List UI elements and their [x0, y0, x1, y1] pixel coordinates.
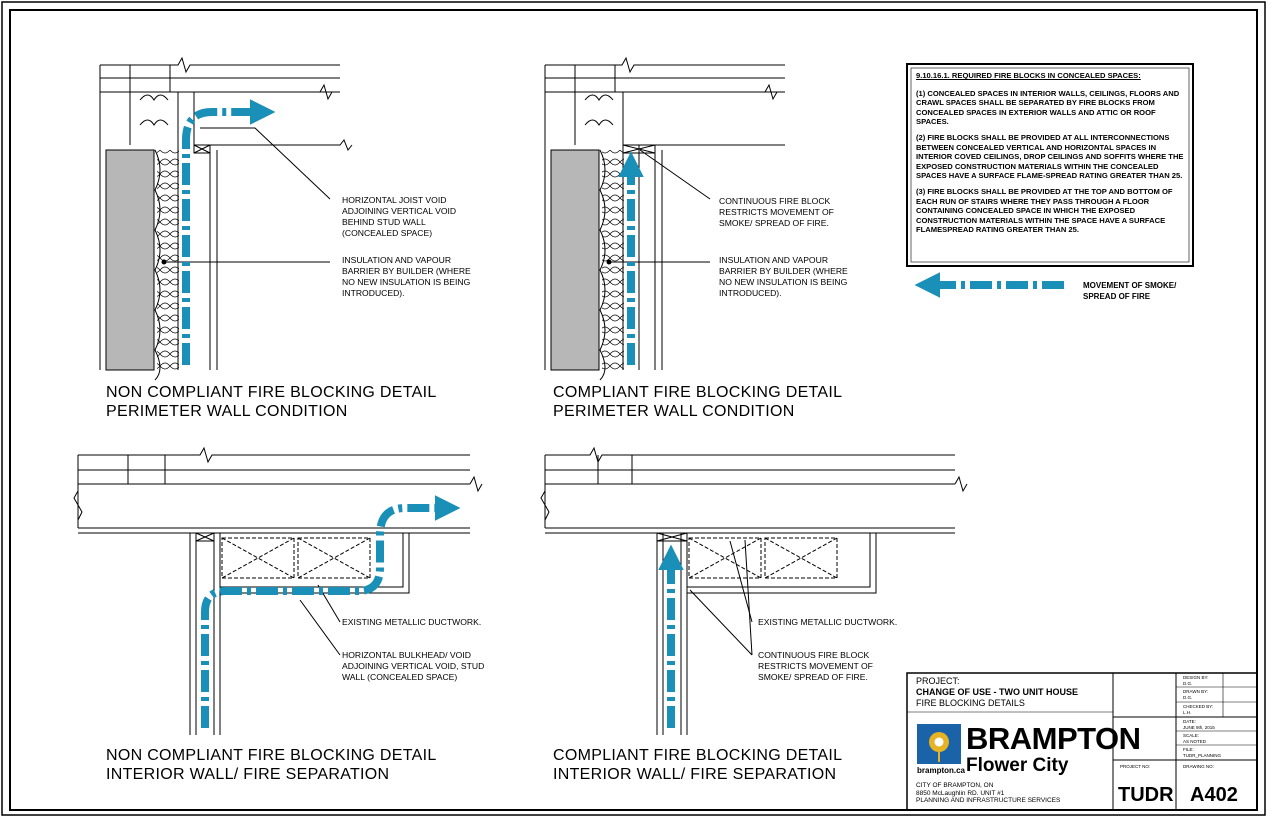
legend-label: MOVEMENT OF SMOKE/ SPREAD OF FIRE — [1083, 281, 1177, 301]
detail-4-callout-fire-block: CONTINUOUS FIRE BLOCK RESTRICTS MOVEMENT… — [758, 650, 873, 682]
detail-4-drawing — [540, 446, 968, 735]
field-value-file: TUDR_PLANNING — [1183, 753, 1222, 758]
brampton-logo-mark — [917, 724, 961, 764]
project-no: TUDR — [1118, 784, 1174, 806]
field-label-file: FILE: — [1183, 747, 1194, 752]
detail-2-callout-fire-block: CONTINUOUS FIRE BLOCK RESTRICTS MOVEMENT… — [719, 196, 834, 228]
detail-3-callout-ductwork: EXISTING METALLIC DUCTWORK. — [342, 617, 482, 627]
detail-1-callout-insulation: INSULATION AND VAPOUR BARRIER BY BUILDER… — [342, 255, 471, 298]
detail-4-callout-ductwork: EXISTING METALLIC DUCTWORK. — [758, 617, 898, 627]
brand-name: BRAMPTON — [966, 721, 1141, 756]
field-label-drawn-by: DRAWN BY: — [1183, 689, 1209, 694]
field-label-date: DATE: — [1183, 719, 1196, 724]
project-name: CHANGE OF USE - TWO UNIT HOUSE — [916, 687, 1078, 697]
code-box-clause-3: (3) FIRE BLOCKS SHALL BE PROVIDED AT THE… — [916, 186, 1173, 235]
code-box-frame — [906, 63, 1194, 267]
field-value-drawn-by: D.G. — [1183, 695, 1193, 700]
field-label-checked-by: CHECKED BY: — [1183, 704, 1214, 709]
sheet-title: FIRE BLOCKING DETAILS — [916, 698, 1025, 708]
code-box-clause-2: (2) FIRE BLOCKS SHALL BE PROVIDED AT ALL… — [916, 132, 1184, 181]
address: CITY OF BRAMPTON, ON 8850 McLaughlin RD.… — [916, 782, 1061, 804]
field-label-scale: SCALE: — [1183, 733, 1200, 738]
detail-3-smoke-arrow — [201, 495, 461, 728]
field-value-design-by: D.G. — [1183, 681, 1193, 686]
brand-tagline: Flower City — [966, 755, 1069, 776]
field-value-scale: AS NOTED — [1183, 739, 1207, 744]
field-value-checked-by: L.H. — [1183, 710, 1192, 715]
code-box-clause-1: (1) CONCEALED SPACES IN INTERIOR WALLS, … — [916, 88, 1180, 127]
field-label-design-by: DESIGN BY: — [1183, 675, 1209, 680]
detail-1-smoke-arrow — [182, 99, 276, 365]
code-box-text: 9.10.16.1. REQUIRED FIRE BLOCKS IN CONCE… — [916, 71, 1188, 241]
brand-url: brampton.ca — [917, 766, 966, 775]
field-value-date: JUNE 9th, 2015 — [1183, 725, 1215, 730]
inner-border — [9, 9, 1258, 811]
detail-2-callout-insulation: INSULATION AND VAPOUR BARRIER BY BUILDER… — [719, 255, 848, 298]
project-label: PROJECT: — [916, 676, 960, 686]
drawing-no: A402 — [1190, 784, 1238, 806]
detail-2-drawing — [544, 56, 785, 381]
detail-1-drawing — [99, 56, 353, 381]
drawing-no-label: DRAWING NO: — [1183, 764, 1214, 769]
detail-1-callout-joist-void: HORIZONTAL JOIST VOID ADJOINING VERTICAL… — [342, 195, 457, 238]
title-block-frame — [906, 672, 1258, 811]
code-box-heading: 9.10.16.1. REQUIRED FIRE BLOCKS IN CONCE… — [916, 71, 1141, 80]
detail-3-drawing — [73, 446, 483, 735]
detail-3-callout-bulkhead: HORIZONTAL BULKHEAD/ VOID ADJOINING VERT… — [342, 650, 485, 682]
project-no-label: PROJECT NO: — [1120, 764, 1151, 769]
